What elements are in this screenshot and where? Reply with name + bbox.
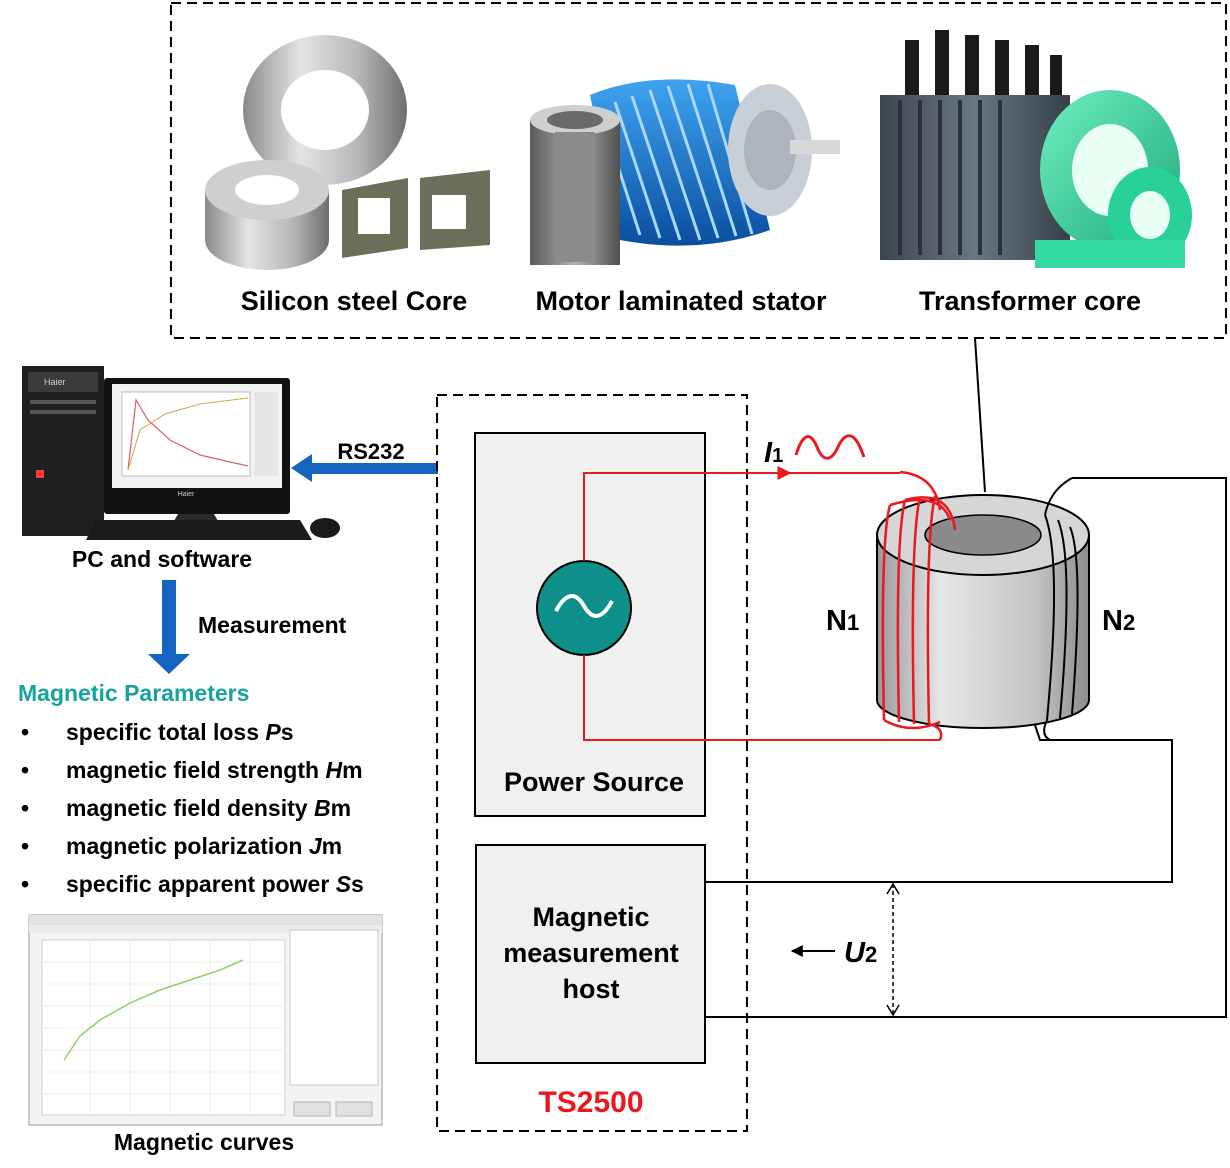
- i1-label: I1: [764, 437, 783, 469]
- param-subscript: m: [342, 757, 363, 783]
- param-symbol: J: [308, 833, 322, 859]
- param-symbol: S: [335, 871, 352, 897]
- param-symbol: H: [325, 757, 343, 783]
- host-label-line1: Magnetic: [532, 902, 649, 932]
- param-item-jm: • magnetic polarization Jm: [18, 830, 364, 868]
- params-title: Magnetic Parameters: [18, 680, 249, 706]
- bullet-icon: •: [21, 833, 30, 859]
- param-symbol: P: [265, 719, 281, 745]
- n1-symbol: N: [826, 605, 847, 637]
- n1-subscript: 1: [847, 610, 859, 635]
- monitor-brand-text: Haier: [178, 491, 195, 498]
- host-label-line3: host: [563, 974, 620, 1004]
- ac-source-icon: [536, 560, 632, 656]
- param-item-bm: • magnetic field density Bm: [18, 792, 364, 830]
- products-dashed-box: [170, 2, 1227, 339]
- param-text: magnetic polarization: [66, 833, 309, 859]
- i1-symbol: I: [764, 437, 773, 469]
- ts2500-dashed-box: [436, 394, 748, 1132]
- rs232-arrow: [291, 454, 438, 482]
- param-text: magnetic field strength: [66, 757, 326, 783]
- u2-arrow-down: [886, 1004, 900, 1017]
- bullet-icon: •: [21, 757, 30, 783]
- primary-circuit-wire: [583, 466, 940, 741]
- param-text: magnetic field density: [66, 795, 314, 821]
- motor-stator-label: Motor laminated stator: [535, 286, 827, 316]
- transformer-core-label: Transformer core: [919, 286, 1141, 316]
- param-text: specific apparent power: [66, 871, 336, 897]
- params-list: • specific total loss Ps • magnetic field …: [18, 716, 364, 906]
- i1-subscript: 1: [772, 445, 783, 467]
- magnetic-curves-screenshot: [28, 914, 383, 1126]
- measurement-arrow: [148, 580, 190, 674]
- n2-subscript: 2: [1123, 610, 1135, 635]
- motor-stator-image: [530, 79, 840, 265]
- measurement-label: Measurement: [198, 612, 347, 638]
- n2-symbol: N: [1102, 605, 1123, 637]
- toroid-core: [876, 494, 1090, 729]
- rs232-label: RS232: [337, 439, 404, 464]
- u2-symbol: U: [844, 937, 866, 969]
- host-label-line2: measurement: [503, 938, 679, 968]
- bullet-icon: •: [21, 795, 30, 821]
- param-item-ps: • specific total loss Ps: [18, 716, 364, 754]
- power-source-label: Power Source: [504, 767, 684, 797]
- current-sine-icon: [794, 434, 866, 460]
- measurement-host-box: [475, 844, 706, 1064]
- bullet-icon: •: [21, 719, 30, 745]
- param-item-ss: • specific apparent power Ss: [18, 868, 364, 906]
- param-subscript: m: [321, 833, 343, 859]
- ts2500-label: TS2500: [538, 1086, 643, 1119]
- param-subscript: m: [330, 795, 352, 821]
- pc-brand-text: Haier: [44, 377, 66, 387]
- u2-subscript: 2: [865, 942, 877, 967]
- u2-arrow-up: [886, 882, 900, 895]
- param-symbol: B: [313, 795, 331, 821]
- n2-label: N2: [1102, 605, 1135, 637]
- silicon-steel-core-label: Silicon steel Core: [241, 286, 468, 316]
- param-item-hm: • magnetic field strength Hm: [18, 754, 364, 792]
- transformer-core-image: [880, 30, 1192, 268]
- bullet-icon: •: [21, 871, 30, 897]
- curves-caption: Magnetic curves: [114, 1129, 294, 1155]
- silicon-steel-core-image: [205, 35, 490, 270]
- product-to-core-connector: [974, 337, 986, 493]
- param-subscript: s: [280, 719, 294, 745]
- n1-label: N1: [826, 605, 859, 637]
- param-subscript: s: [351, 871, 364, 897]
- param-text: specific total loss: [66, 719, 266, 745]
- pc-caption: PC and software: [72, 546, 252, 572]
- secondary-winding: [1043, 477, 1079, 741]
- pc-image: Haier Haier: [22, 366, 340, 540]
- u2-label: U2: [844, 937, 877, 969]
- primary-winding: [881, 470, 957, 741]
- secondary-circuit-wire: [705, 477, 1227, 1018]
